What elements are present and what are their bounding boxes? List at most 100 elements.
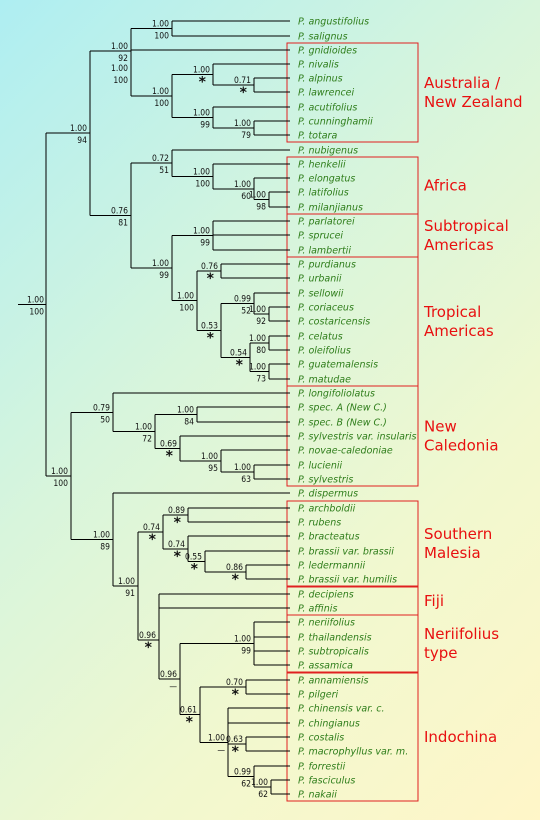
clade-label-c5-1: Caledonia (424, 437, 499, 455)
support-pp-B2n: 0.63 (226, 735, 243, 745)
clade-label-c8-1: type (424, 644, 458, 662)
support-pp-B2g: 0.86 (226, 563, 243, 573)
support-pp-B2o: 0.99 (234, 768, 251, 778)
clade-label-c1-1: New Zealand (424, 93, 523, 111)
support-bs-B2k: * (186, 715, 194, 731)
support-pp-B2m: 1.00 (208, 733, 225, 743)
support-pp-A2j: 0.99 (234, 295, 251, 305)
support-pp-root: 1.00 (27, 296, 44, 306)
support-bs-A1b: 100 (113, 76, 128, 86)
taxon-label-t19: P. urbanii (298, 274, 342, 285)
support-pp-A2k: 0.54 (230, 348, 247, 358)
clade-label-c6-1: Malesia (424, 544, 481, 562)
taxon-label-t13: P. latifolius (298, 188, 349, 199)
support-pp-A2b: 1.00 (152, 259, 169, 269)
clade-box-c8 (286, 614, 419, 673)
taxon-label-t33: P. sylvestris (298, 475, 353, 486)
support-bs-A1: 92 (118, 54, 128, 64)
taxon-label-t15: P. parlatorei (298, 217, 355, 228)
support-bs-A: 94 (77, 136, 87, 146)
support-bs-A1f: * (240, 85, 248, 101)
clade-label-c4-0: Tropical (423, 303, 481, 321)
support-bs-B: 100 (53, 479, 68, 489)
support-bs-B2e: * (191, 562, 199, 578)
support-pp-A2l: 1.00 (249, 305, 266, 315)
support-bs-B2o: 62 (241, 780, 251, 790)
support-pp-B2b: 0.74 (143, 523, 160, 533)
taxon-label-t46: P. assamica (298, 661, 353, 672)
taxon-label-t50: P. chingianus (298, 719, 360, 730)
support-pp-B1e: 1.00 (234, 463, 251, 473)
support-pp-B1d: 1.00 (201, 452, 218, 462)
support-bs-A2: 81 (118, 219, 128, 229)
support-bs-B1e: 63 (241, 475, 251, 485)
taxon-label-t30: P. sylvestris var. insularis (298, 432, 416, 443)
support-bs-A2b: 99 (159, 271, 169, 281)
taxon-label-t44: P. thailandensis (298, 633, 372, 644)
taxon-label-t49: P. chinensis var. c. (298, 704, 385, 715)
support-pp-B2: 1.00 (93, 530, 110, 540)
support-pp-B2f: 0.96 (139, 631, 156, 641)
support-pp-A2m: 1.00 (249, 334, 266, 344)
support-bs-A2d: 60 (241, 192, 251, 202)
support-pp-A1c: 1.00 (152, 87, 169, 97)
support-pp-B2l: 0.70 (226, 678, 243, 688)
support-pp-A2e: 1.00 (249, 191, 266, 201)
taxon-label-t42: P. affinis (298, 604, 337, 615)
taxon-label-t35: P. archboldii (298, 504, 356, 515)
taxon-label-t2: P. salignus (298, 32, 348, 43)
support-bs-root: 100 (29, 308, 44, 318)
taxon-label-t4: P. nivalis (298, 60, 339, 71)
support-bs-B1: 50 (100, 415, 110, 425)
taxon-label-t37: P. bracteatus (298, 532, 360, 543)
support-pp-B2i: 0.96 (160, 670, 177, 680)
clade-label-c6-0: Southern (424, 525, 492, 543)
taxon-label-t25: P. guatemalensis (298, 360, 378, 371)
taxon-label-t28: P. spec. A (New C.) (298, 403, 387, 414)
taxon-label-t31: P. novae-caledoniae (298, 446, 393, 457)
taxon-label-t7: P. acutifolius (298, 103, 357, 114)
taxon-label-t1: P. angustifolius (298, 17, 369, 28)
support-pp-B1a: 1.00 (135, 423, 152, 433)
support-pp-A: 1.00 (70, 124, 87, 134)
support-bs-A1g: 79 (241, 131, 251, 141)
taxon-label-t41: P. decipiens (298, 590, 354, 601)
support-bs-B2f: * (145, 640, 153, 656)
support-values: 1.00 100 1.00 94 1.00 92 1.00 100 1.00 100 1.00 100… (27, 20, 268, 801)
support-bs-A2i: * (207, 330, 215, 346)
taxon-label-t38: P. brassii var. brassii (298, 547, 394, 558)
support-pp-A2d: 1.00 (234, 180, 251, 190)
taxon-label-t32: P. lucienii (298, 461, 342, 472)
support-bs-A2g: 100 (179, 304, 194, 314)
support-pp-A2h: 0.76 (201, 262, 218, 272)
taxon-label-t43: P. neriifolius (298, 618, 355, 629)
clade-label-c9-0: Indochina (424, 728, 497, 746)
clade-label-c7-0: Fiji (424, 592, 444, 610)
taxon-label-t14: P. milanjianus (298, 203, 363, 214)
support-pp-B1c: 0.69 (160, 440, 177, 450)
support-bs-B2p: 62 (258, 790, 268, 800)
support-pp-B2e: 0.55 (185, 553, 202, 563)
clade-label-c5-0: New (424, 418, 457, 436)
taxon-label-t11: P. henkelii (298, 160, 346, 171)
support-bs-B2a: 91 (125, 589, 135, 599)
tree-branches (18, 20, 290, 795)
support-bs-A2l: 92 (256, 317, 266, 327)
support-bs-A2a: 51 (159, 166, 169, 176)
support-pp-A2a: 0.72 (152, 154, 169, 164)
taxon-label-t9: P. totara (298, 131, 337, 142)
support-bs-B2d: * (174, 549, 182, 565)
support-bs-B1c: * (166, 449, 174, 465)
support-bs-A2f: 99 (200, 239, 210, 249)
clade-label-c4-1: Americas (424, 322, 494, 340)
taxon-label-t40: P. brassii var. humilis (298, 575, 397, 586)
taxon-label-t48: P. pilgeri (298, 690, 339, 701)
support-pp-A1a: 1.00 (152, 20, 169, 30)
taxon-label-t8: P. cunninghamii (298, 117, 373, 128)
taxon-label-t22: P. costaricensis (298, 317, 370, 328)
support-bs-B2c: * (174, 515, 182, 531)
support-pp-B2c: 0.89 (168, 506, 185, 516)
support-bs-A2k: * (236, 357, 244, 373)
